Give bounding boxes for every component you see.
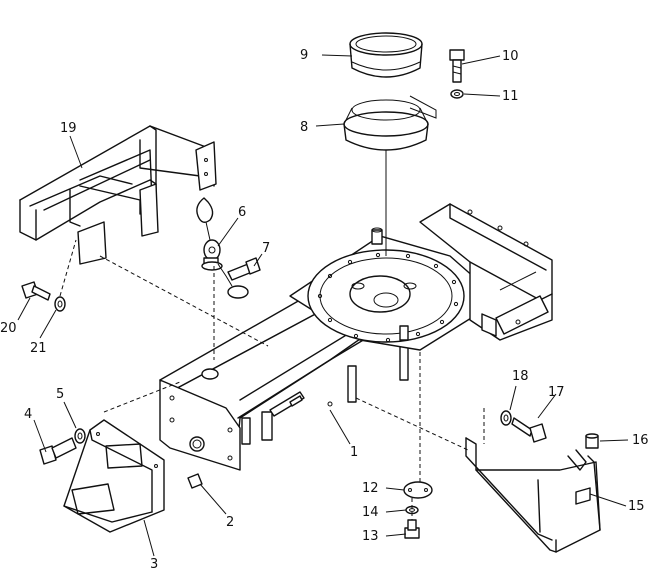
bolt-circle [317, 252, 459, 343]
callout-21: 21 [30, 341, 47, 356]
washer-part-11 [450, 89, 464, 99]
callout-20: 20 [0, 321, 17, 336]
alignment-lines [59, 150, 485, 520]
bolt-part-10 [449, 49, 465, 83]
bolt-part-2 [187, 473, 203, 489]
callout-1: 1 [350, 445, 358, 460]
step-bracket-part-15 [465, 437, 601, 553]
cover-ring-part-9 [349, 32, 423, 78]
callout-16: 16 [632, 433, 649, 448]
bolt-part-17 [511, 417, 547, 443]
leader-lines [17, 54, 629, 557]
callout-8: 8 [300, 120, 308, 135]
callout-labels: 1 2 3 4 5 6 7 8 9 10 11 12 13 14 15 16 1… [0, 48, 649, 570]
cover-part-3 [63, 419, 165, 533]
washer-part-5 [74, 428, 86, 444]
callout-13: 13 [362, 529, 379, 544]
callout-6: 6 [238, 205, 246, 220]
main-frame [159, 203, 553, 471]
callout-10: 10 [502, 49, 519, 64]
callout-11: 11 [502, 89, 519, 104]
ring-part-8 [343, 99, 429, 151]
callout-17: 17 [548, 385, 565, 400]
bolt-part-4 [39, 437, 77, 465]
callout-19: 19 [60, 121, 77, 136]
callout-14: 14 [362, 505, 379, 520]
callout-3: 3 [150, 557, 158, 570]
callout-12: 12 [362, 481, 379, 496]
callout-7: 7 [262, 241, 270, 256]
bolt-part-7 [227, 257, 261, 281]
guard-frame-part-19 [19, 125, 217, 265]
callout-9: 9 [300, 48, 308, 63]
plug-part-16 [585, 433, 599, 449]
bolt-part-13 [404, 519, 420, 539]
washer-part-21 [54, 296, 66, 312]
bolt-part-20 [21, 281, 51, 301]
washer-part-18 [500, 410, 512, 426]
callout-18: 18 [512, 369, 529, 384]
lock-pin-part-6 [196, 197, 249, 299]
callout-4: 4 [24, 407, 32, 422]
plate-part-12 [403, 481, 433, 499]
callout-2: 2 [226, 515, 234, 530]
callout-5: 5 [56, 387, 64, 402]
callout-15: 15 [628, 499, 645, 514]
